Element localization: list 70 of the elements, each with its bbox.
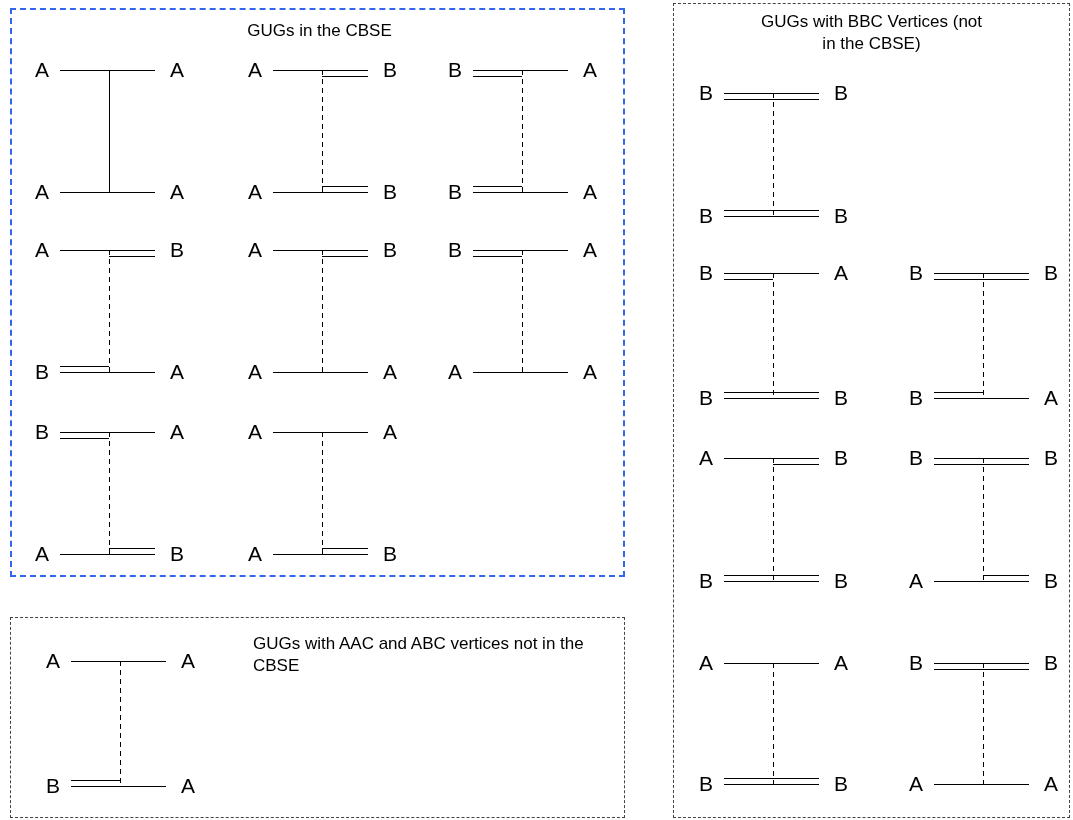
vertex-label: A [583, 181, 597, 203]
vertex-label: A [248, 361, 262, 383]
vertex-label: B [834, 447, 848, 469]
vertex-label: B [1044, 652, 1058, 674]
vertex-label: A [583, 59, 597, 81]
vertex-label: A [170, 59, 184, 81]
vertex-label: B [46, 775, 60, 797]
vertex-label: A [181, 650, 195, 672]
vertex-label: A [699, 447, 713, 469]
vertex-label: B [909, 447, 923, 469]
vertex-label: B [1044, 262, 1058, 284]
vertex-label: A [35, 543, 49, 565]
panel-title: GUGs in the CBSE [246, 20, 393, 42]
vertex-label: B [699, 205, 713, 227]
vertex-label: A [248, 421, 262, 443]
vertex-label: A [383, 421, 397, 443]
vertex-label: B [834, 387, 848, 409]
vertex-label: B [1044, 570, 1058, 592]
vertex-label: B [383, 59, 397, 81]
panel-title: GUGs with AAC and ABC vertices not in the CBSE [253, 633, 585, 677]
vertex-label: B [834, 205, 848, 227]
vertex-label: A [170, 361, 184, 383]
vertex-label: B [699, 570, 713, 592]
vertex-label: B [448, 239, 462, 261]
vertex-label: A [1044, 387, 1058, 409]
vertex-label: A [248, 59, 262, 81]
vertex-label: B [383, 181, 397, 203]
vertex-label: A [35, 239, 49, 261]
panel-frame [673, 3, 1070, 818]
vertex-label: B [834, 570, 848, 592]
vertex-label: A [448, 361, 462, 383]
vertex-label: B [699, 773, 713, 795]
vertex-label: A [383, 361, 397, 383]
vertex-label: A [181, 775, 195, 797]
vertex-label: B [383, 543, 397, 565]
vertex-label: A [46, 650, 60, 672]
vertex-label: B [699, 387, 713, 409]
panel-frame [10, 8, 625, 577]
vertex-label: B [909, 262, 923, 284]
vertex-label: A [35, 181, 49, 203]
vertex-label: B [170, 543, 184, 565]
vertex-label: B [35, 361, 49, 383]
vertex-label: B [448, 59, 462, 81]
vertex-label: B [699, 262, 713, 284]
vertex-label: B [448, 181, 462, 203]
vertex-label: A [1044, 773, 1058, 795]
panel-title: GUGs with BBC Vertices (not in the CBSE) [759, 11, 984, 55]
vertex-label: B [834, 773, 848, 795]
vertex-label: A [170, 181, 184, 203]
vertex-label: A [35, 59, 49, 81]
vertex-label: B [909, 387, 923, 409]
vertex-label: A [834, 262, 848, 284]
vertex-label: B [909, 652, 923, 674]
vertex-label: A [583, 361, 597, 383]
vertex-label: A [909, 570, 923, 592]
vertex-label: B [699, 82, 713, 104]
vertex-label: B [383, 239, 397, 261]
panel-frame [10, 617, 625, 818]
vertex-label: B [35, 421, 49, 443]
vertex-label: A [170, 421, 184, 443]
vertex-label: A [909, 773, 923, 795]
vertex-label: B [170, 239, 184, 261]
vertex-label: A [699, 652, 713, 674]
vertex-label: A [248, 181, 262, 203]
vertex-label: A [583, 239, 597, 261]
vertex-label: B [834, 82, 848, 104]
vertex-label: A [248, 543, 262, 565]
vertex-label: A [834, 652, 848, 674]
vertex-label: B [1044, 447, 1058, 469]
vertex-label: A [248, 239, 262, 261]
